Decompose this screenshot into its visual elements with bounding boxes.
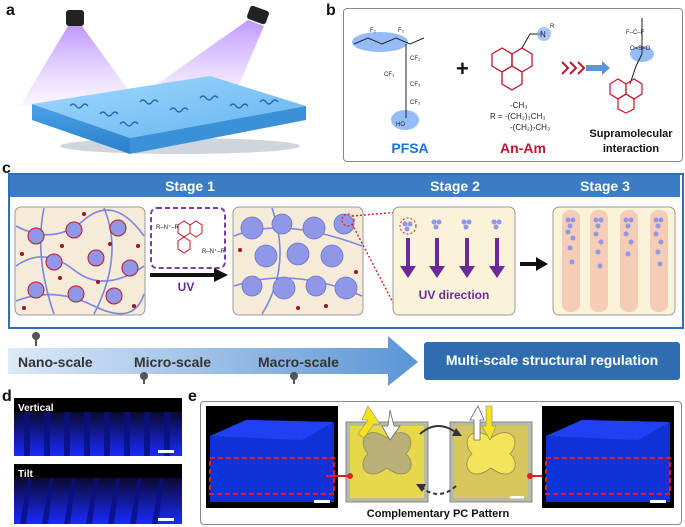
r-group-def-1: -CH₃	[510, 101, 528, 110]
r-group-def-2: R = -(CH₂)₃CH₃	[490, 112, 546, 121]
scale-arrow	[8, 332, 418, 386]
stage2-arrow	[520, 257, 548, 271]
svg-text:F₂: F₂	[398, 28, 405, 34]
panel-a-illustration	[20, 6, 306, 154]
reaction-arrow	[561, 61, 610, 75]
slab-front	[32, 104, 130, 154]
amine-molecule-box: R–N⁺–R R–N⁺–R	[150, 207, 226, 269]
polymer-helices	[69, 95, 279, 127]
svg-text:CF₂: CF₂	[410, 100, 421, 106]
svg-text:F₂: F₂	[370, 28, 377, 34]
stage-2-title: Stage 2	[430, 178, 480, 194]
svg-text:CF₂: CF₂	[410, 82, 421, 88]
pfsa-structure: F₂ F₂ CF₂ CF₃ CF₂ CF₂ HO	[352, 28, 425, 130]
stage-1-title: Stage 1	[165, 178, 215, 194]
panel-label-a: a	[6, 2, 15, 19]
macro-scale-label: Macro-scale	[258, 354, 339, 370]
panel-e-right-image	[542, 406, 674, 508]
svg-text:R–N⁺–R: R–N⁺–R	[202, 248, 226, 255]
svg-text:R: R	[550, 24, 555, 30]
supramolecular-label-2: interaction	[602, 143, 660, 155]
r-group-def-3: -(CH₂)₇CH₃	[510, 123, 551, 132]
regulation-box	[424, 342, 680, 380]
complex-structure: F–C–F O=S=O	[609, 18, 654, 114]
stage-3-title: Stage 3	[580, 178, 630, 194]
stage2-box	[392, 206, 516, 316]
complementary-pattern-illustration	[345, 405, 533, 503]
svg-text:R–N⁺–R: R–N⁺–R	[156, 224, 180, 231]
uv-lamp-right	[247, 6, 269, 25]
supramolecular-label-1: Supramolecular	[589, 128, 673, 140]
panel-label-e: e	[188, 388, 197, 405]
stage1-network-box	[14, 206, 146, 316]
uv-lamp-left	[66, 10, 84, 26]
stage1-aggregate-box	[232, 206, 364, 316]
anam-structure: N R	[491, 24, 555, 91]
panel-e-connectors	[326, 473, 554, 479]
panel-b-frame	[343, 8, 683, 162]
svg-text:CF₃: CF₃	[384, 72, 395, 78]
anam-label: An-Am	[500, 140, 546, 156]
pfsa-label: PFSA	[391, 140, 429, 156]
svg-text:CF₂: CF₂	[410, 56, 421, 62]
panel-label-b: b	[326, 2, 336, 19]
svg-text:F–C–F: F–C–F	[626, 30, 645, 36]
complementary-pc-caption: Complementary PC Pattern	[366, 508, 510, 520]
stage1-arrow	[150, 268, 228, 282]
panel-label-d: d	[2, 388, 12, 405]
svg-text:HO: HO	[396, 122, 405, 128]
panel-e-frame	[200, 401, 682, 525]
slab-side	[130, 106, 306, 154]
nano-scale-label: Nano-scale	[18, 354, 93, 370]
plus-sign: +	[456, 56, 469, 81]
regulation-label: Multi-scale structural regulation	[445, 352, 659, 368]
uv-beam-left	[20, 26, 140, 106]
panel-d-tilt-image	[14, 464, 182, 524]
stage3-box	[552, 206, 676, 316]
uv-direction-label: UV direction	[418, 288, 490, 302]
uv-label: UV	[177, 280, 195, 294]
slab-top	[32, 76, 306, 138]
stage-header-band	[10, 175, 680, 197]
micro-scale-label: Micro-scale	[134, 354, 212, 370]
panel-label-c: c	[2, 160, 11, 177]
panel-e-left-image	[206, 406, 338, 508]
svg-text:N: N	[540, 30, 546, 39]
svg-text:O=S=O: O=S=O	[630, 46, 651, 52]
tilt-caption: Tilt	[18, 469, 33, 480]
panel-d-vertical-image	[14, 398, 182, 456]
vertical-caption: Vertical	[18, 403, 54, 414]
